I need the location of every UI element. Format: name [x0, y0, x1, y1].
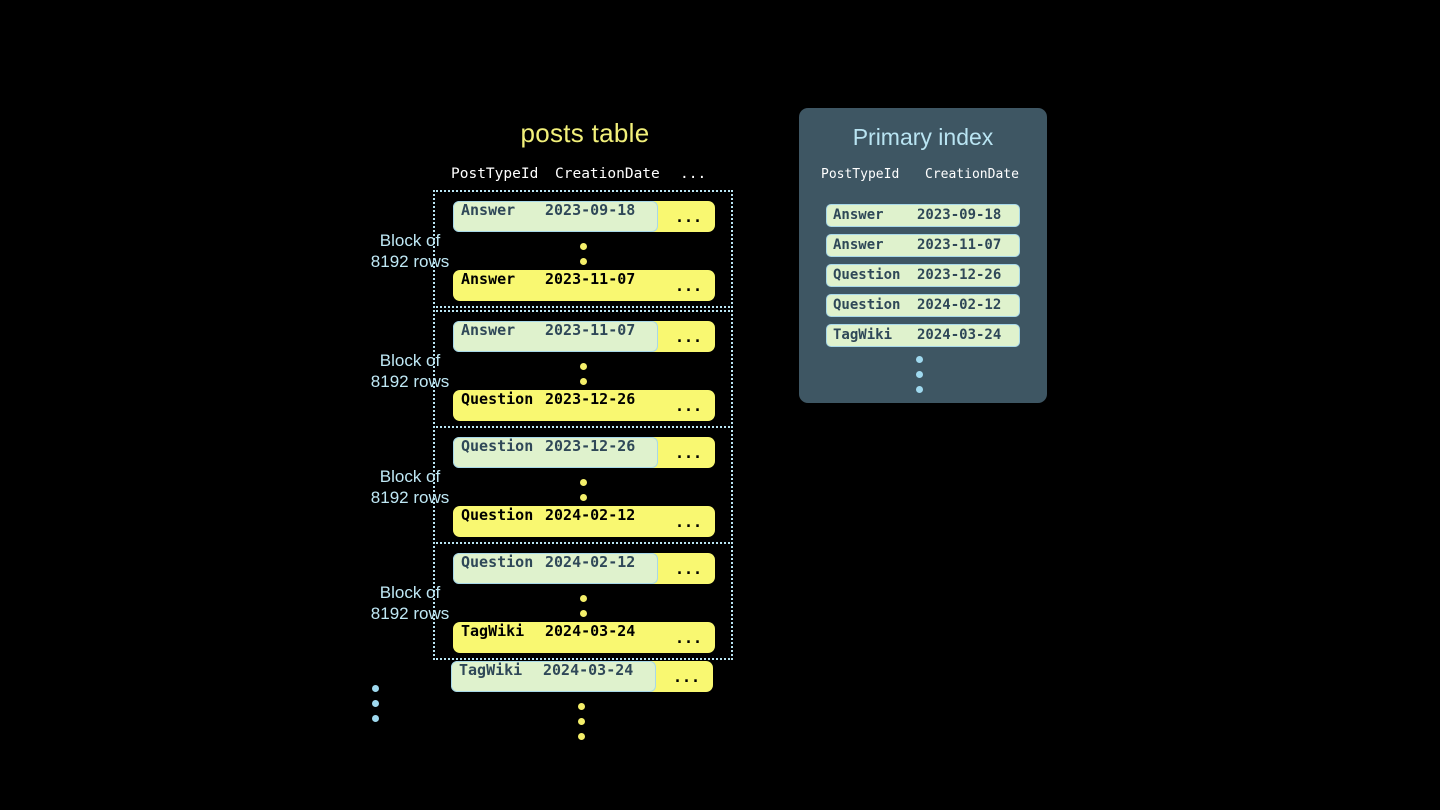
- row-ellipsis: ...: [675, 443, 703, 462]
- column-header-ellipsis: ...: [680, 166, 707, 182]
- index-row-posttypeid: Question: [833, 267, 901, 283]
- primary-index-column-headers: PostTypeId CreationDate: [799, 167, 1047, 187]
- posts-table-title: posts table: [520, 118, 650, 148]
- index-row-creationdate: 2024-03-24: [917, 327, 1002, 343]
- row-highlight-pill: [451, 661, 656, 692]
- column-header-posttypeid: PostTypeId: [821, 167, 900, 182]
- table-row: Question 2023-12-26 ...: [453, 437, 715, 468]
- block-caption: Block of 8192 rows: [330, 582, 490, 624]
- table-block: Block of 8192 rows Question 2024-02-12 .…: [371, 542, 733, 660]
- row-ellipsis: ...: [675, 559, 703, 578]
- block-caption: Block of 8192 rows: [330, 466, 490, 508]
- index-row: Question 2023-12-26: [826, 264, 1020, 287]
- row-ellipsis: ...: [675, 512, 703, 531]
- row-creationdate: 2023-11-07: [545, 321, 636, 339]
- row-creationdate: 2023-12-26: [545, 390, 636, 408]
- primary-index-title: Primary index: [852, 124, 994, 150]
- row-creationdate: 2024-03-24: [543, 661, 634, 679]
- row-highlight-pill: [453, 437, 658, 468]
- table-block: Block of 8192 rows Answer 2023-09-18 ...…: [371, 190, 733, 308]
- table-row: Question 2023-12-26 ...: [453, 390, 715, 421]
- block-caption-line1: Block of: [379, 583, 441, 602]
- row-highlight-pill: [453, 553, 658, 584]
- row-posttypeid: Question: [461, 437, 534, 455]
- row-highlight-pill: [453, 321, 658, 352]
- row-creationdate: 2024-02-12: [545, 553, 636, 571]
- row-ellipsis: ...: [675, 628, 703, 647]
- row-creationdate: 2023-09-18: [545, 201, 636, 219]
- row-posttypeid: Question: [461, 506, 534, 524]
- column-header-creationdate: CreationDate: [555, 166, 660, 182]
- block-caption: Block of 8192 rows: [330, 230, 490, 272]
- table-row: Answer 2023-11-07 ...: [453, 270, 715, 301]
- table-row: TagWiki 2024-03-24 ...: [453, 622, 715, 653]
- row-creationdate: 2023-11-07: [545, 270, 636, 288]
- index-row-posttypeid: TagWiki: [833, 327, 893, 343]
- row-posttypeid: Question: [461, 390, 534, 408]
- table-block: Block of 8192 rows Question 2023-12-26 .…: [371, 426, 733, 544]
- index-row: Question 2024-02-12: [826, 294, 1020, 317]
- index-row: Answer 2023-09-18: [826, 204, 1020, 227]
- row-posttypeid: Answer: [461, 321, 516, 339]
- table-row: Answer 2023-11-07 ...: [453, 321, 715, 352]
- column-header-posttypeid: PostTypeId: [451, 166, 539, 182]
- index-row-creationdate: 2024-02-12: [917, 297, 1002, 313]
- primary-index-panel: Primary index PostTypeId CreationDate An…: [799, 108, 1047, 403]
- row-posttypeid: Answer: [461, 201, 516, 219]
- index-row-creationdate: 2023-09-18: [917, 207, 1002, 223]
- row-posttypeid: TagWiki: [459, 661, 523, 679]
- table-continuation-dots: [578, 703, 585, 740]
- index-row-posttypeid: Answer: [833, 207, 884, 223]
- block-caption-line2: 8192 rows: [370, 488, 450, 507]
- row-creationdate: 2024-03-24: [545, 622, 636, 640]
- block-caption-line1: Block of: [379, 231, 441, 250]
- index-row-posttypeid: Question: [833, 297, 901, 313]
- index-row: Answer 2023-11-07: [826, 234, 1020, 257]
- index-row-creationdate: 2023-11-07: [917, 237, 1002, 253]
- row-highlight-pill: [453, 201, 658, 232]
- index-continuation-dots: [916, 356, 923, 393]
- index-row-creationdate: 2023-12-26: [917, 267, 1002, 283]
- table-row: Question 2024-02-12 ...: [453, 506, 715, 537]
- row-ellipsis: ...: [675, 276, 703, 295]
- row-ellipsis: ...: [675, 327, 703, 346]
- table-block: Block of 8192 rows Answer 2023-11-07 ...…: [371, 310, 733, 428]
- block-caption: Block of 8192 rows: [330, 350, 490, 392]
- index-row-posttypeid: Answer: [833, 237, 884, 253]
- posts-table-column-headers: PostTypeId CreationDate ...: [433, 166, 737, 186]
- block-caption-line2: 8192 rows: [370, 252, 450, 271]
- table-row: Answer 2023-09-18 ...: [453, 201, 715, 232]
- row-creationdate: 2024-02-12: [545, 506, 636, 524]
- row-posttypeid: Answer: [461, 270, 516, 288]
- row-creationdate: 2023-12-26: [545, 437, 636, 455]
- row-posttypeid: Question: [461, 553, 534, 571]
- block-caption-line2: 8192 rows: [370, 372, 450, 391]
- row-ellipsis: ...: [675, 396, 703, 415]
- block-caption-line1: Block of: [379, 351, 441, 370]
- block-caption-line1: Block of: [379, 467, 441, 486]
- row-ellipsis: ...: [675, 207, 703, 226]
- row-ellipsis: ...: [673, 667, 701, 686]
- index-row: TagWiki 2024-03-24: [826, 324, 1020, 347]
- column-header-creationdate: CreationDate: [925, 167, 1019, 182]
- table-row-trailing: TagWiki 2024-03-24 ...: [451, 661, 713, 692]
- block-continuation-dots: [372, 685, 379, 722]
- table-row: Question 2024-02-12 ...: [453, 553, 715, 584]
- row-posttypeid: TagWiki: [461, 622, 525, 640]
- block-caption-line2: 8192 rows: [370, 604, 450, 623]
